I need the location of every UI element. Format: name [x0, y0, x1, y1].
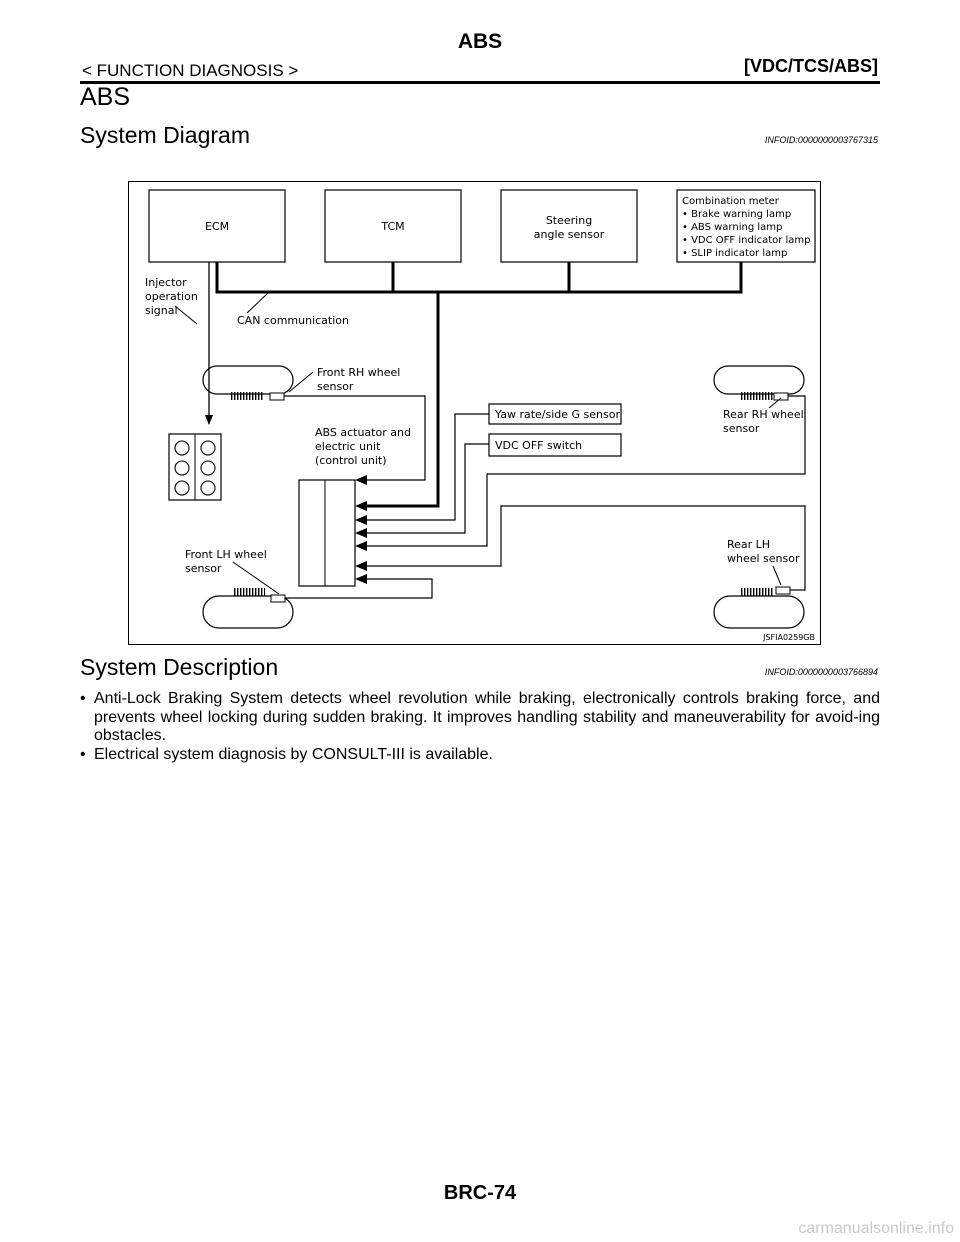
rear-rh-wheel-teeth [741, 392, 773, 400]
section-title: ABS [80, 83, 131, 111]
abs-unit-label-1: ABS actuator and [315, 426, 411, 439]
header-rule [80, 81, 880, 84]
front-rh-label-1: Front RH wheel [317, 366, 400, 379]
watermark: carmanualsonline.info [798, 1220, 954, 1237]
abs-unit-label-2: electric unit [315, 440, 381, 453]
rear-rh-wheel [713, 365, 805, 395]
bullet-text: Anti-Lock Braking System detects wheel r… [94, 690, 880, 744]
system-diagram-infoid: INFOID:0000000003767315 [764, 135, 878, 145]
front-lh-wheel-teeth [233, 588, 265, 596]
bullet-dot: • [80, 745, 86, 763]
system-diagram-title: System Diagram [80, 122, 250, 148]
rear-lh-wheel [713, 595, 805, 629]
combination-meter-box [676, 189, 816, 263]
section-code: [VDC/TCS/ABS] [744, 56, 878, 76]
front-lh-label-2: sensor [185, 562, 222, 575]
figure-id: JSFIA0259GB [762, 633, 815, 642]
steering-label-1: Steering [546, 214, 592, 227]
running-header-title: ABS [457, 30, 503, 53]
system-description-title: System Description [80, 654, 279, 680]
rear-lh-label-2: wheel sensor [727, 552, 800, 565]
combo-item: • Brake warning lamp [682, 209, 791, 220]
can-arrow [355, 501, 367, 511]
ecm-label: ECM [205, 220, 229, 233]
vdc-off-label: VDC OFF switch [495, 439, 582, 452]
rear-rh-sensor-head [773, 392, 789, 401]
bullet-dot: • [80, 690, 86, 707]
system-description-infoid: INFOID:0000000003766894 [764, 667, 878, 677]
abs-unit-label-3: (control unit) [315, 454, 387, 467]
can-communication-label: CAN communication [237, 314, 349, 327]
injector-label-1: Injector [145, 276, 187, 289]
combo-title: Combination meter [682, 196, 780, 207]
combo-item: • VDC OFF indicator lamp [682, 235, 811, 246]
front-rh-wheel-teeth [231, 392, 263, 400]
bullet-item: • Anti-Lock Braking System detects wheel … [80, 690, 880, 746]
system-diagram: ECM TCM Steering angle sensor Combinatio… [128, 181, 821, 645]
injector-label-3: signal [145, 304, 178, 317]
breadcrumb: < FUNCTION DIAGNOSIS > [82, 61, 299, 80]
front-rh-wheel [202, 365, 294, 395]
rear-rh-label-1: Rear RH wheel [723, 408, 804, 421]
description-bullets: • Anti-Lock Braking System detects wheel … [80, 690, 880, 764]
combo-item: • SLIP indicator lamp [682, 248, 787, 259]
rear-lh-sensor-head [775, 586, 791, 595]
rear-lh-wheel-teeth [741, 588, 773, 596]
rear-rh-label-2: sensor [723, 422, 760, 435]
rear-lh-label-1: Rear LH [727, 538, 770, 551]
front-rh-sensor-head [269, 392, 285, 401]
front-rh-label-2: sensor [317, 380, 354, 393]
bullet-item: • Electrical system diagnosis by CONSULT-… [80, 746, 880, 765]
vdc-off-switch-box [488, 433, 622, 457]
abs-actuator-unit [298, 479, 356, 587]
front-lh-sensor-head [270, 594, 286, 603]
injector-label-2: operation [145, 290, 198, 303]
combo-item: • ABS warning lamp [682, 222, 782, 233]
cylinder-icons [174, 440, 216, 496]
yaw-rate-label: Yaw rate/side G sensor [494, 408, 620, 421]
steering-label-2: angle sensor [534, 228, 605, 241]
bullet-text: Electrical system diagnosis by CONSULT-I… [94, 745, 493, 763]
can-bus [215, 262, 743, 508]
front-lh-label-1: Front LH wheel [185, 548, 267, 561]
tcm-label: TCM [380, 220, 404, 233]
page-number: BRC-74 [443, 1182, 517, 1204]
